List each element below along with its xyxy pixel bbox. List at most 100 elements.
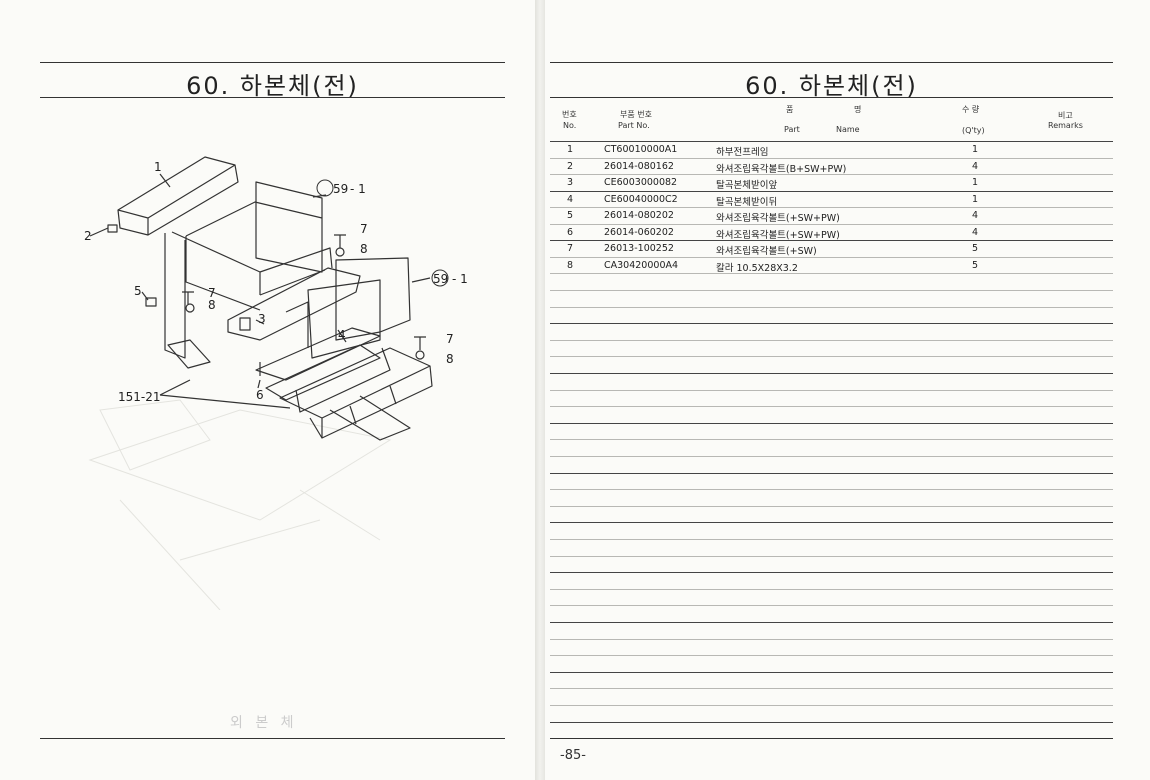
callout-1: 1: [154, 160, 162, 174]
header-remarks-english: Remarks: [1048, 121, 1083, 130]
callout-59-right: 59: [433, 272, 449, 286]
table-rule-line: [550, 688, 1113, 690]
row-quantity: 1: [971, 193, 979, 205]
row-part-name: 와셔조립육각볼트(+SW+PW): [716, 229, 840, 241]
table-rule-line: [550, 240, 1113, 241]
table-rule-line: [550, 721, 1113, 723]
header-name-korean-1: 품: [786, 105, 794, 114]
table-rule-line: [550, 605, 1113, 607]
page-number: -85-: [560, 748, 586, 763]
table-row: 4 CE60040000C2 탈곡본체받이뒤 1: [550, 192, 1113, 208]
table-rule-line: [550, 256, 1113, 258]
row-quantity: 1: [971, 177, 979, 188]
washer-8-left: [185, 303, 195, 313]
table-rule-line: [550, 157, 1113, 159]
ref-circle-59-right: [431, 269, 449, 287]
table-rule-line: [550, 505, 1113, 507]
left-frame-post: [164, 233, 186, 359]
left-page-title: 60. 하본체(전): [186, 72, 359, 100]
row-number: 4: [566, 193, 574, 205]
row-number: 7: [566, 243, 574, 254]
bolt-7-right: [414, 336, 426, 350]
callout-59-top-suffix: - 1: [350, 182, 366, 196]
bolt-5: [145, 297, 157, 307]
callout-4: 4: [338, 328, 346, 342]
callout-7-top: 7: [360, 222, 368, 236]
row-quantity: 4: [971, 160, 979, 172]
exploded-parts-diagram: [88, 156, 449, 610]
table-rule-line: [550, 472, 1113, 474]
table-rule-line: [550, 323, 1113, 325]
front-lower-rail: [255, 327, 381, 381]
book-spine: [535, 0, 545, 780]
row-quantity: 4: [971, 226, 979, 238]
table-rule-line: [550, 572, 1113, 574]
table-rule-line: [550, 489, 1113, 491]
table-rule-line: [550, 174, 1113, 175]
table-row: 2 26014-080162 와셔조립육각볼트(B+SW+PW) 4: [550, 159, 1113, 175]
callout-151-21: 151-21: [118, 390, 161, 404]
washer-8-right: [415, 350, 425, 360]
table-rule-line: [550, 555, 1113, 557]
row-part-number: CT60010000A1: [604, 144, 678, 155]
row-part-number: CE60040000C2: [604, 193, 678, 205]
rear-cover-panel: [255, 181, 323, 273]
table-rule-line: [550, 671, 1113, 673]
header-qty-english: (Q'ty): [962, 126, 985, 135]
header-no-korean: 번호: [562, 110, 577, 119]
table-rule-line: [550, 456, 1113, 457]
faded-background-sketch: [88, 399, 392, 610]
callout-5: 5: [134, 284, 142, 298]
row-number: 2: [566, 160, 574, 172]
row-part-number: 26014-060202: [604, 226, 674, 238]
bolt-2: [107, 224, 118, 233]
upper-frame-beam: [117, 156, 239, 236]
table-rule-line: [550, 207, 1113, 208]
row-part-name: 탈곡본체받이앞: [716, 180, 778, 191]
row-part-name: 와셔조립육각볼트(+SW+PW): [716, 213, 840, 224]
table-rule-line: [550, 141, 1113, 142]
header-qty-korean: 수 량: [962, 105, 980, 114]
faded-bottom-mark: 외 본 체: [230, 715, 298, 731]
table-rule-line: [550, 588, 1113, 590]
bolt-7-top: [334, 234, 346, 248]
table-rule-line: [550, 622, 1113, 623]
row-part-name: 와셔조립육각볼트(B+SW+PW): [716, 163, 847, 175]
bracket-151-21: [167, 339, 211, 369]
callout-6: 6: [256, 388, 264, 402]
table-rule-line: [550, 638, 1113, 640]
header-part-korean: 부품 번호: [620, 110, 652, 119]
left-bottom-rule: [40, 738, 505, 739]
ref-circle-59-top: [316, 179, 334, 197]
row-quantity: 1: [971, 144, 979, 155]
left-title-bottom-rule: [40, 97, 505, 98]
row-part-number: 26014-080202: [604, 210, 674, 221]
table-rule-line: [550, 306, 1113, 308]
table-rule-line: [550, 705, 1113, 706]
table-rule-line: [550, 406, 1113, 408]
table-rule-line: [550, 439, 1113, 441]
callout-59-right-suffix: - 1: [452, 272, 468, 286]
row-part-name: 탈곡본체받이뒤: [716, 196, 778, 208]
row-part-number: 26014-080162: [604, 160, 674, 172]
row-number: 8: [566, 259, 574, 271]
row-part-number: CE6003000082: [604, 177, 678, 188]
middle-cross-bar: [227, 267, 361, 341]
callout-3: 3: [258, 312, 266, 326]
table-rule-line: [550, 422, 1113, 424]
table-rule-line: [550, 373, 1113, 374]
table-rule-line: [550, 339, 1113, 341]
callout-59-top: 59: [333, 182, 349, 196]
row-quantity: 5: [971, 243, 979, 254]
right-bottom-rule: [550, 738, 1113, 739]
table-rule-line: [550, 273, 1113, 274]
header-no-english: No.: [563, 121, 577, 130]
row-quantity: 5: [971, 259, 979, 271]
callout-7-right: 7: [446, 332, 454, 346]
row-number: 5: [566, 210, 574, 221]
table-rule-line: [550, 290, 1113, 291]
